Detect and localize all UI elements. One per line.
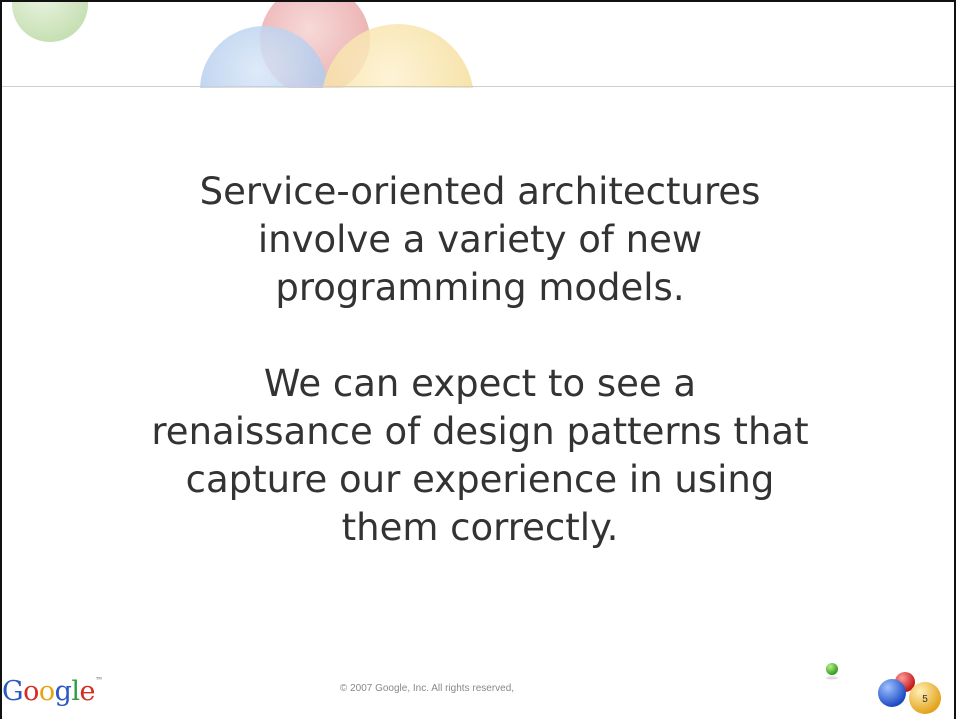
paragraph-1: Service-oriented architectures involve a… <box>62 168 898 312</box>
footer-decoration: 5 <box>826 663 941 714</box>
ball-shadow <box>826 676 838 680</box>
blue-sphere-icon <box>200 26 328 88</box>
green-sphere-icon <box>12 2 88 42</box>
page-number: 5 <box>922 694 928 705</box>
body-line: them correctly. <box>341 506 619 549</box>
yellow-sphere-icon <box>322 24 474 88</box>
paragraph-2: We can expect to see a renaissance of de… <box>62 360 898 552</box>
body-line: capture our experience in using <box>185 458 775 501</box>
slide-body: Service-oriented architectures involve a… <box>62 168 898 552</box>
blue-ball-icon <box>878 679 906 707</box>
body-line: involve a variety of new <box>257 218 703 261</box>
copyright-notice: © 2007 Google, Inc. All rights reserved, <box>339 683 515 694</box>
google-logo: Google™ <box>2 676 103 707</box>
header-decoration <box>12 2 474 88</box>
green-ball-icon <box>826 663 838 675</box>
body-line: renaissance of design patterns that <box>151 410 809 453</box>
trademark-mark: ™ <box>95 676 103 685</box>
yellow-ball-icon <box>909 682 941 714</box>
body-line: programming models. <box>275 266 685 309</box>
body-line: Service-oriented architectures <box>199 170 761 213</box>
header-rule <box>2 86 954 87</box>
body-line: We can expect to see a <box>263 362 697 405</box>
